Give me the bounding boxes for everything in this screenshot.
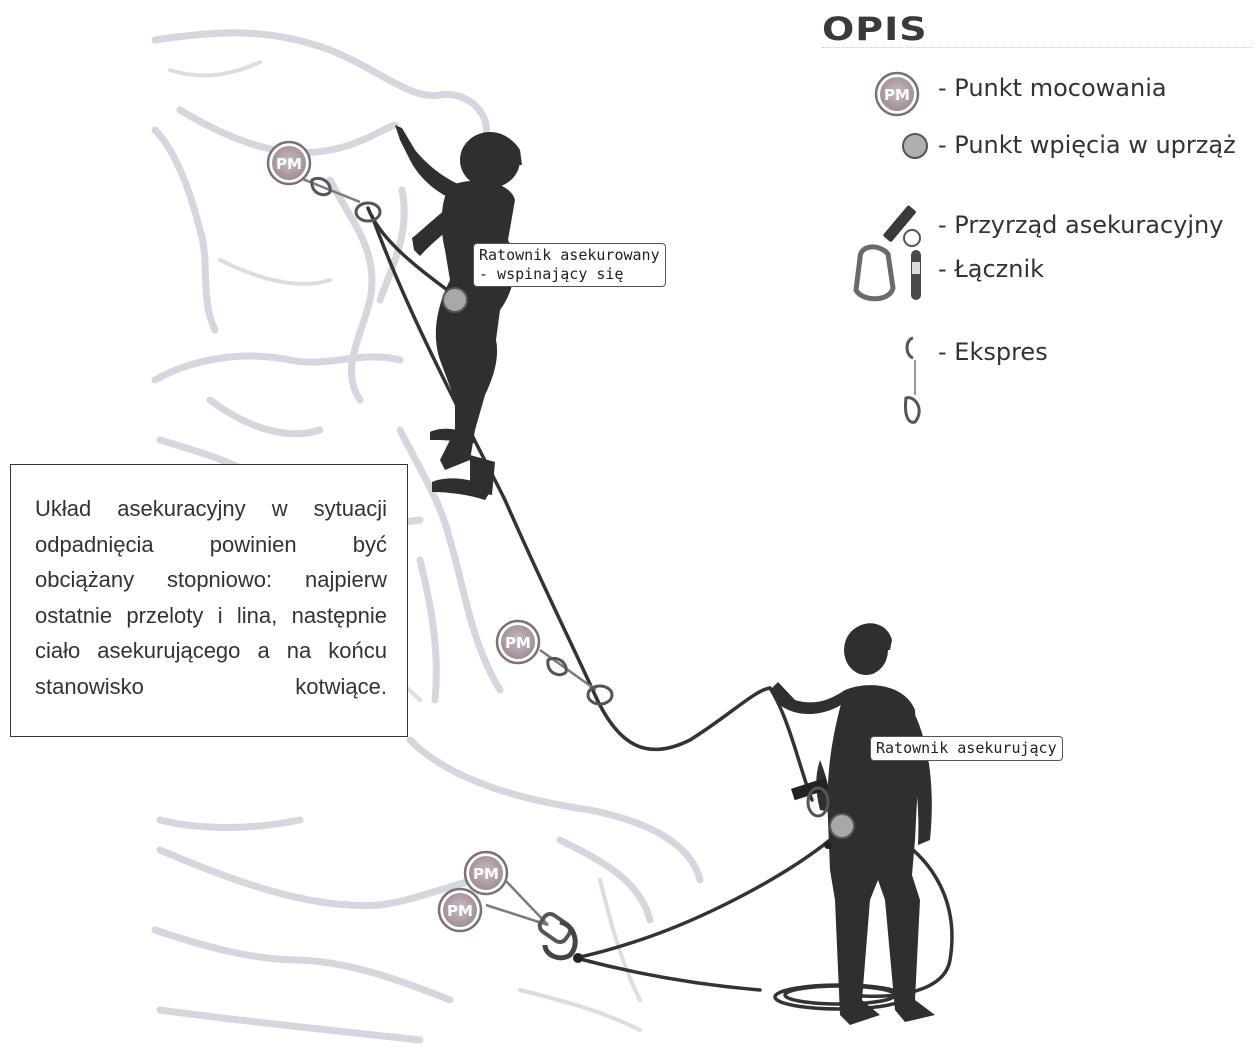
belayer-harness-tie-in-point: [829, 813, 855, 839]
belay-device-icon: [883, 205, 921, 247]
harness-tie-in-point-icon: [902, 133, 928, 159]
climber-label: Ratownik asekurowany - wspinający się: [473, 243, 666, 287]
climber-harness-tie-in-point: [442, 287, 468, 313]
quickdraw-carabiner: [310, 176, 614, 706]
info-note: Układ asekuracyjny w sytuacji odpadnięci…: [10, 464, 408, 737]
belay-device-on-belayer: [791, 777, 830, 818]
quickdraw-icon: [904, 336, 921, 424]
climber-label-line1: Ratownik asekurowany: [479, 246, 660, 264]
anchor-point-pm-icon: PM: [874, 71, 920, 117]
legend-item-connector: - Łącznik: [938, 255, 1045, 283]
anchor-point-pm-icon: [495, 619, 541, 665]
legend-icons: PM: [853, 71, 928, 424]
legend-title: OPIS: [822, 10, 928, 48]
legend-item-belay-device: - Przyrząd asekuracyjny: [938, 211, 1224, 239]
belayer-label-line1: Ratownik asekurujący: [876, 739, 1057, 757]
belayer-label: Ratownik asekurujący: [870, 736, 1063, 761]
legend-item-harness-tie-in: - Punkt wpięcia w uprząż: [938, 131, 1236, 159]
anchor-point-pm-icon: [266, 140, 312, 186]
info-note-text: Układ asekuracyjny w sytuacji odpadnięci…: [35, 496, 387, 699]
legend-divider: [822, 47, 1252, 48]
carabiner-connector-icon: [853, 244, 921, 302]
anchor-point-pm-icon: [463, 850, 509, 896]
anchor-carabiners: [537, 911, 583, 963]
legend-item-quickdraw: - Ekspres: [938, 338, 1048, 366]
anchor-point-pm-icon: [437, 887, 483, 933]
climber-label-line2: - wspinający się: [479, 265, 624, 283]
svg-text:PM: PM: [884, 86, 910, 104]
legend-item-anchor-point: - Punkt mocowania: [938, 74, 1167, 102]
rock-wall: [151, 29, 704, 1044]
